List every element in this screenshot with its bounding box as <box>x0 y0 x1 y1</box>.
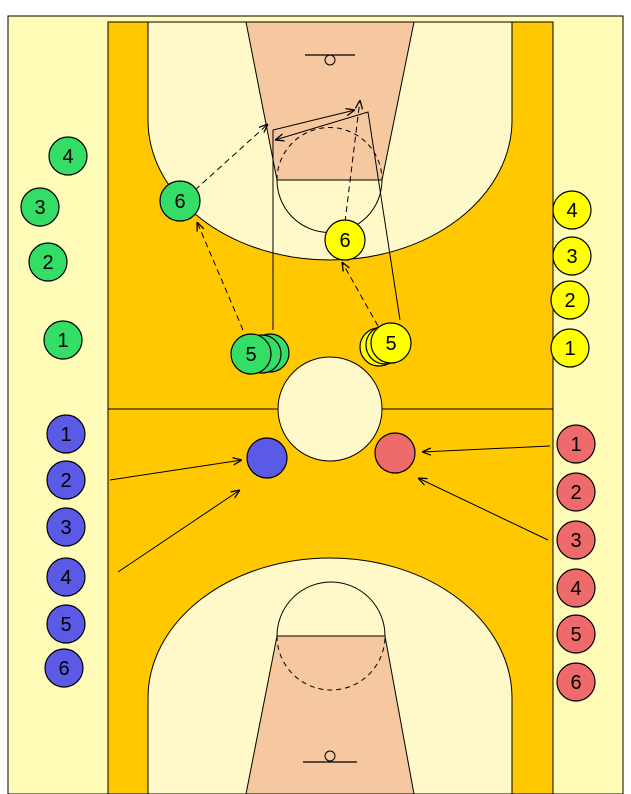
blue-queue-player: 2 <box>46 460 86 500</box>
yellow-queue-label: 3 <box>566 246 577 268</box>
red-queue-label: 3 <box>570 530 581 552</box>
green-five-label: 5 <box>245 344 256 366</box>
red-queue-player: 3 <box>556 520 596 560</box>
green-queue-circle <box>28 242 68 282</box>
yellow-queue-circle <box>550 328 590 368</box>
green-queue-label: 4 <box>62 146 73 168</box>
blue-two-to-defender <box>109 460 242 481</box>
yellow-six-label: 6 <box>339 230 350 252</box>
bottom-free-throw-circle <box>276 581 386 637</box>
yellow-five-stack: 5 <box>359 322 412 367</box>
top-free-throw-dashed-arc <box>276 127 383 181</box>
red-queue-player: 2 <box>556 472 596 512</box>
yellow-queue-label: 2 <box>564 290 575 312</box>
red-three-to-defender <box>418 478 549 541</box>
green-queue-circle <box>48 136 88 176</box>
green-queue-label: 3 <box>34 197 45 219</box>
yellow-queue-player: 3 <box>552 236 592 276</box>
blue-queue-player: 1 <box>46 414 86 454</box>
red-queue-circle <box>556 520 596 560</box>
yellow-five-label: 5 <box>385 333 396 355</box>
red-queue-player: 5 <box>556 614 596 654</box>
yellow-queue-label: 4 <box>566 200 577 222</box>
red-queue-circle <box>556 614 596 654</box>
red-queue-label: 5 <box>570 624 581 646</box>
blue-queue-label: 2 <box>60 470 71 492</box>
top-hoop <box>324 54 336 66</box>
court-border <box>107 21 554 794</box>
green-queue-label: 2 <box>42 252 53 274</box>
blue-four-to-defender <box>117 490 240 573</box>
red-queue-label: 6 <box>570 672 581 694</box>
yellow-queue-player: 1 <box>550 328 590 368</box>
blue-queue-label: 6 <box>58 658 69 680</box>
movement-paths <box>109 100 551 573</box>
green-queue-circle <box>20 187 60 227</box>
blue-queue-label: 3 <box>60 517 71 539</box>
red-queue-label: 1 <box>570 434 581 456</box>
yellow-queue-circle <box>552 236 592 276</box>
green-six-player: 6 <box>159 180 201 222</box>
green-six-label: 6 <box>174 191 185 213</box>
yellow-pass-to-six <box>342 262 379 327</box>
green-queue-circle <box>43 320 83 360</box>
yellow-queue-circle <box>550 280 590 320</box>
red-queue-player: 4 <box>556 568 596 608</box>
blue-queue-circle <box>46 414 86 454</box>
red-one-to-defender <box>422 445 551 452</box>
blue-queue-circle <box>44 648 84 688</box>
yellow-six-player: 6 <box>324 219 366 261</box>
bottom-key <box>245 635 415 794</box>
green-queue-player: 3 <box>20 187 60 227</box>
blue-queue-label: 5 <box>60 614 71 636</box>
red-queue-circle <box>556 472 596 512</box>
center-circle <box>277 356 383 462</box>
bottom-hoop <box>324 750 336 762</box>
yellow-queue-player: 4 <box>552 190 592 230</box>
blue-queue-circle <box>46 507 86 547</box>
green-queue-player: 4 <box>48 136 88 176</box>
player-queues: 4 3 2 1 4 3 2 1 1 2 3 4 5 6 1 2 3 4 5 6 <box>20 136 596 702</box>
yellow-queue-label: 1 <box>564 338 575 360</box>
green-five-cut <box>272 110 355 330</box>
red-queue-player: 1 <box>556 424 596 464</box>
red-queue-circle <box>556 662 596 702</box>
blue-queue-player: 3 <box>46 507 86 547</box>
blue-queue-circle <box>46 604 86 644</box>
blue-queue-label: 1 <box>60 424 71 446</box>
blue-queue-label: 4 <box>60 567 71 589</box>
green-queue-player: 2 <box>28 242 68 282</box>
bottom-free-throw-dashed-arc <box>276 635 386 691</box>
yellow-queue-circle <box>552 190 592 230</box>
blue-queue-player: 4 <box>46 557 86 597</box>
yellow-five-cut <box>275 111 401 321</box>
green-five-stack: 5 <box>230 333 290 375</box>
red-queue-circle <box>556 568 596 608</box>
green-six-to-basket-pass <box>194 124 268 191</box>
red-queue-label: 4 <box>570 578 581 600</box>
red-queue-circle <box>556 424 596 464</box>
red-queue-player: 6 <box>556 662 596 702</box>
blue-queue-circle <box>46 557 86 597</box>
green-queue-label: 1 <box>57 330 68 352</box>
blue-queue-player: 5 <box>46 604 86 644</box>
blue-queue-player: 6 <box>44 648 84 688</box>
red-queue-label: 2 <box>570 482 581 504</box>
green-queue-player: 1 <box>43 320 83 360</box>
yellow-six-to-basket-pass <box>344 100 360 223</box>
blue-defender <box>246 437 288 479</box>
red-defender <box>374 432 416 474</box>
yellow-queue-player: 2 <box>550 280 590 320</box>
blue-queue-circle <box>46 460 86 500</box>
